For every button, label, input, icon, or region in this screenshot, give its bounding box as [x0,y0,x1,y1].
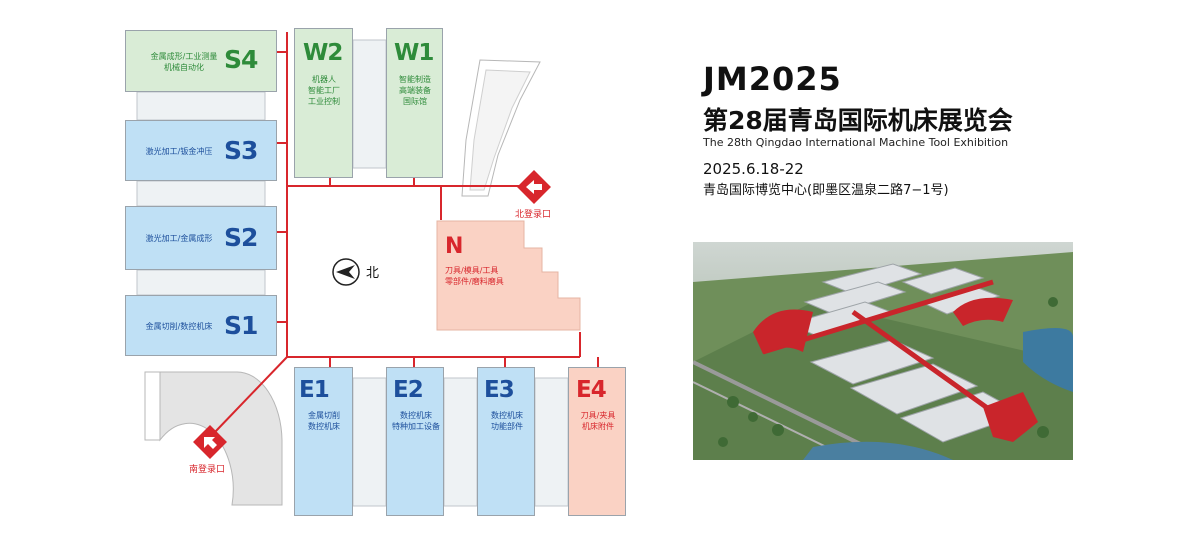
hall-w1[interactable]: W1 智能制造高端装备国际馆 [386,28,443,178]
event-title-cn: 第28届青岛国际机床展览会 [703,106,1013,135]
compass-arrow-icon [332,258,360,286]
hall-s2-code: S2 [224,223,258,252]
hall-w1-desc: 智能制造高端装备国际馆 [399,75,431,106]
south-entrance-label: 南登录口 [189,465,226,475]
hall-e4-code: E4 [576,377,607,403]
hall-w2-code: W2 [303,40,343,66]
hall-n-shape[interactable] [436,220,586,332]
hall-e1[interactable]: E1 金属切削数控机床 [294,367,353,516]
hall-e4[interactable]: E4 刀具/夹具机床附件 [568,367,626,516]
hall-s1-code: S1 [224,311,258,340]
hall-w2-desc: 机器人智能工厂工业控制 [308,75,340,106]
hall-s4[interactable]: 金属成形/工业测量机械自动化 S4 [125,30,277,92]
hall-s3[interactable]: 激光加工/钣金冲压 S3 [125,120,277,181]
hall-e2[interactable]: E2 数控机床特种加工设备 [386,367,444,516]
hall-n-desc: 刀具/模具/工具零部件/磨料磨具 [445,266,504,286]
south-entrance-icon[interactable] [193,425,227,459]
event-venue: 青岛国际博览中心(即墨区温泉二路7−1号) [703,183,949,198]
hall-s4-code: S4 [224,45,258,74]
event-dates: 2025.6.18-22 [703,160,804,178]
hall-e1-desc: 金属切削数控机床 [308,411,340,431]
hall-e4-desc: 刀具/夹具机床附件 [580,411,616,431]
event-title-en: The 28th Qingdao International Machine T… [703,136,1009,149]
hall-e3-desc: 数控机床功能部件 [491,411,523,431]
hall-s2[interactable]: 激光加工/金属成形 S2 [125,206,277,270]
hall-e1-code: E1 [299,377,330,403]
hall-s1[interactable]: 金属切削/数控机床 S1 [125,295,277,356]
north-entrance-label: 北登录口 [515,210,552,220]
hall-e2-desc: 数控机床特种加工设备 [392,411,440,431]
hall-n-code: N [445,234,463,259]
hall-e2-code: E2 [393,377,424,403]
hall-s4-desc: 金属成形/工业测量机械自动化 [150,52,218,72]
hall-s3-desc: 激光加工/钣金冲压 [145,147,213,156]
hall-s2-desc: 激光加工/金属成形 [145,234,213,243]
hall-e3-code: E3 [484,377,515,403]
hall-e3[interactable]: E3 数控机床功能部件 [477,367,535,516]
venue-aerial-photo [693,242,1073,460]
hall-w1-code: W1 [394,40,434,66]
hall-s3-code: S3 [224,136,258,165]
jm-logo: JM2025 [703,60,842,98]
north-entrance-icon[interactable] [517,170,551,204]
hall-w2[interactable]: W2 机器人智能工厂工业控制 [294,28,353,178]
hall-s1-desc: 金属切削/数控机床 [145,322,213,331]
compass-label: 北 [366,266,380,281]
